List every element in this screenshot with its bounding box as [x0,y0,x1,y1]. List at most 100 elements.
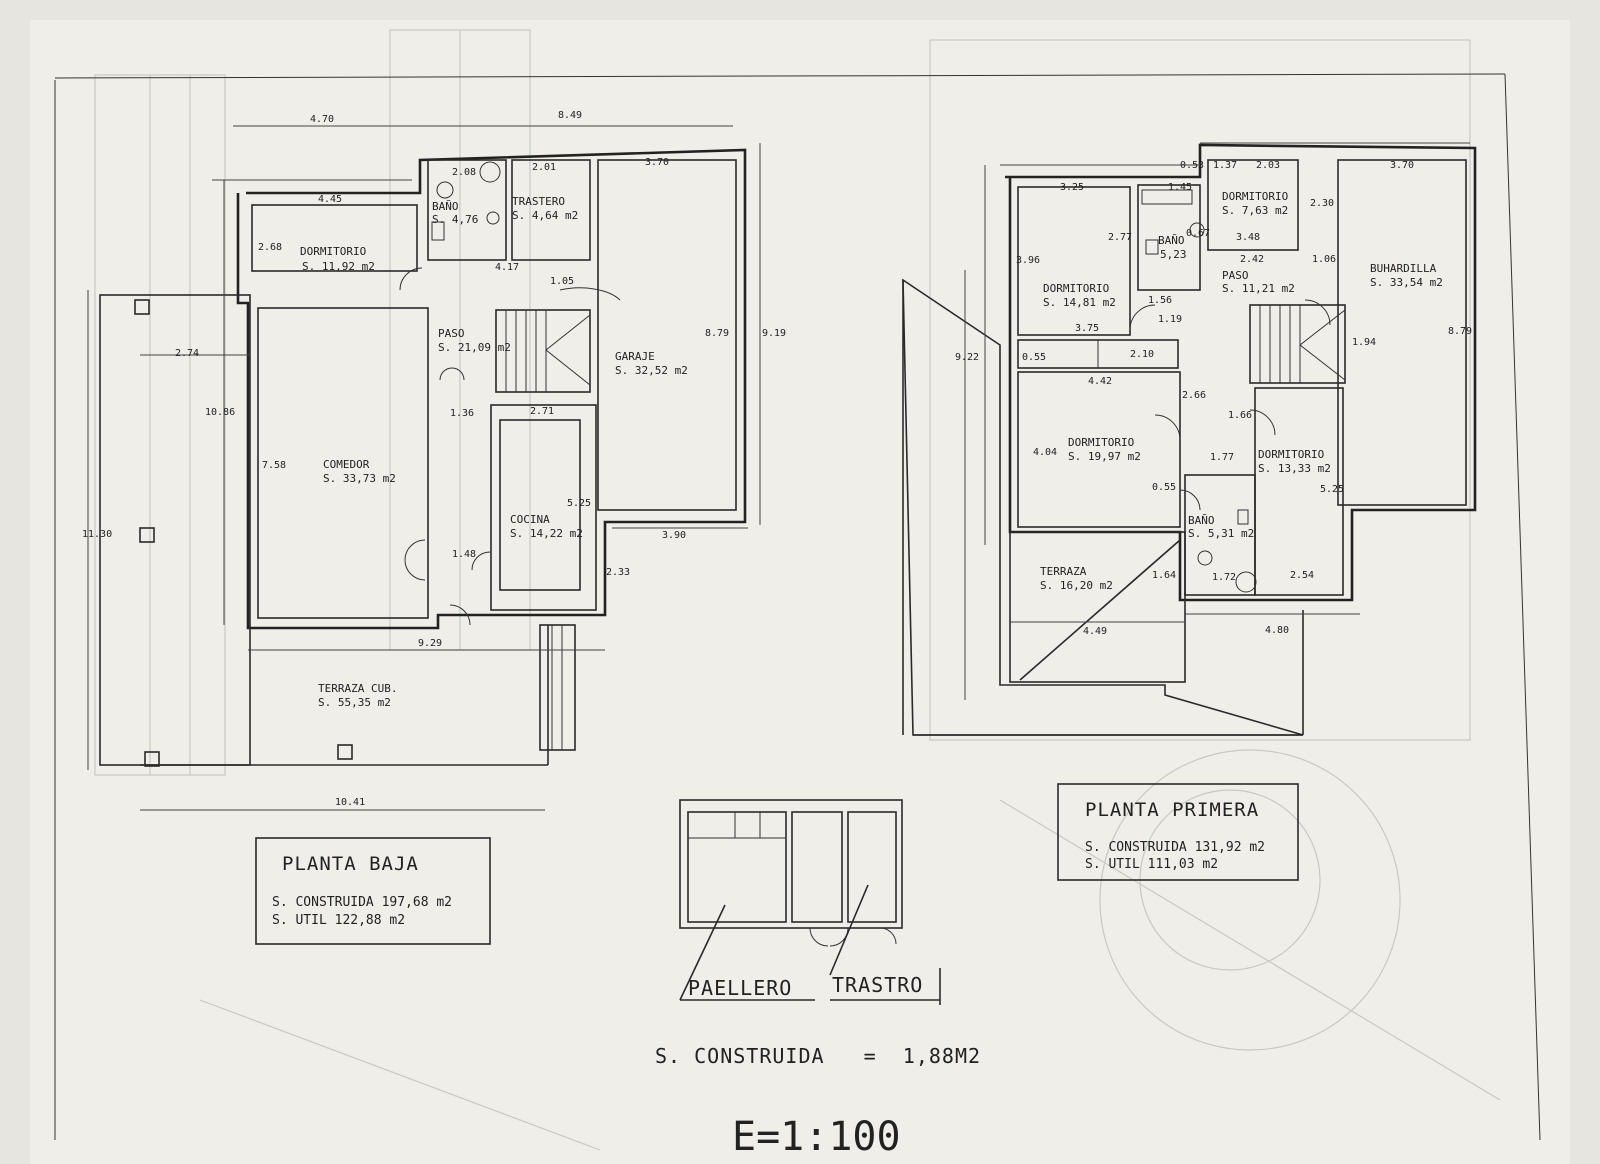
ff-dim-277: 2.77 [1108,232,1132,243]
gf-cocina-area: S. 14,22 m2 [510,527,583,540]
ff-dim-922: 9.22 [955,352,979,363]
ff-dim-203: 2.03 [1256,160,1280,171]
ff-dim-230: 2.30 [1310,198,1334,209]
gf-dim-849: 8.49 [558,110,582,121]
gf-dim-919: 9.19 [762,328,786,339]
gf-comedor-name: COMEDOR [323,458,370,471]
first-floor-title: PLANTA PRIMERA [1085,799,1259,821]
stairs-first [1249,304,1346,384]
ff-terraza-area: S. 16,20 m2 [1040,579,1113,592]
ground-floor-info-box: PLANTA BAJA S. CONSTRUIDA 197,68 m2 S. U… [255,837,491,945]
ff-dim-067: 0.67 [1186,228,1210,239]
gf-dim-1086: 10.86 [205,407,235,418]
gf-dim-879: 8.79 [705,328,729,339]
first-floor-useful-area: S. UTIL 111,03 m2 [1085,857,1218,872]
gf-dim-136: 1.36 [450,408,474,419]
drawing-scale: E=1:100 [732,1114,901,1160]
ground-floor-built-area: S. CONSTRUIDA 197,68 m2 [272,895,452,910]
ff-dim-879: 8.79 [1448,326,1472,337]
gf-dim-201: 2.01 [532,162,556,173]
gf-dim-105: 1.05 [550,276,574,287]
gf-dim-148: 1.48 [452,549,476,560]
ff-dorm3-area: S. 19,97 m2 [1068,450,1141,463]
gf-comedor-area: S. 33,73 m2 [323,472,396,485]
ff-dim-166: 1.66 [1228,410,1252,421]
ff-dim-242: 2.42 [1240,254,1264,265]
ff-dim-266: 2.66 [1182,390,1206,401]
ff-dim-137: 1.37 [1213,160,1237,171]
gf-paso-area: S. 21,09 m2 [438,341,511,354]
ground-floor-plan [87,125,761,811]
sheet-border-right [1504,73,1541,1141]
annex-built-area: S. CONSTRUIDA = 1,88M2 [655,1044,981,1068]
ff-paso-area: S. 11,21 m2 [1222,282,1295,295]
annex-trastro-label: TRASTRO [832,973,923,997]
ff-dorm1-name: DORMITORIO [1043,282,1109,295]
annex-paellero-label: PAELLERO [688,976,792,1000]
gf-garaje-name: GARAJE [615,350,655,363]
ff-bano2-name: BAÑO [1188,514,1215,527]
gf-dim-370: 3.70 [645,157,669,168]
gf-dim-929: 9.29 [418,638,442,649]
ff-dorm2-name: DORMITORIO [1222,190,1288,203]
ff-dim-119: 1.19 [1158,314,1182,325]
gf-paso-name: PASO [438,327,465,340]
ff-dim-145: 1.45 [1168,182,1192,193]
ground-floor-useful-area: S. UTIL 122,88 m2 [272,913,405,928]
ff-dim-055a: 0.55 [1022,352,1046,363]
ff-bano2-area: S. 5,31 m2 [1188,527,1254,540]
ff-paso-name: PASO [1222,269,1249,282]
first-dimension-lines [964,142,1470,700]
gf-dim-208: 2.08 [452,167,476,178]
ff-dim-404: 4.04 [1033,447,1057,458]
sheet-border-top [54,73,1506,79]
gf-dim-445: 4.45 [318,194,342,205]
first-floor-built-area: S. CONSTRUIDA 131,92 m2 [1085,840,1265,855]
ff-dim-194: 1.94 [1352,337,1376,348]
gf-dim-758: 7.58 [262,460,286,471]
gf-cocina-name: COCINA [510,513,550,526]
ff-dim-106: 1.06 [1312,254,1336,265]
ff-buhardilla-area: S. 33,54 m2 [1370,276,1443,289]
ff-dorm4-area: S. 13,33 m2 [1258,462,1331,475]
ff-dim-396: 3.96 [1016,255,1040,266]
gf-dim-525: 5.25 [567,498,591,509]
ff-dim-325: 3.25 [1060,182,1084,193]
gf-terraza-name: TERRAZA CUB. [318,682,397,695]
annex-plan [679,799,941,1005]
ff-dim-055b: 0.55 [1152,482,1176,493]
first-floor-plan [902,142,1477,736]
ff-dorm3-name: DORMITORIO [1068,436,1134,449]
gf-dim-1130: 11.30 [82,529,112,540]
ff-dim-525: 5.25 [1320,484,1344,495]
ff-bano1-area: 5,23 [1160,248,1187,261]
ff-dim-172: 1.72 [1212,572,1236,583]
paper-sheet [30,20,1570,1164]
ff-dorm2-area: S. 7,63 m2 [1222,204,1288,217]
ff-dim-348: 3.48 [1236,232,1260,243]
gf-dim-271: 2.71 [530,406,554,417]
ground-dimension-lines [87,125,761,811]
gf-dormitorio-area: S. 11,92 m2 [302,260,375,273]
ff-terraza-name: TERRAZA [1040,565,1087,578]
ff-dim-164: 1.64 [1152,570,1176,581]
ff-dim-449: 4.49 [1083,626,1107,637]
ff-bano1-name: BAÑO [1158,234,1185,247]
gf-trastero-name: TRASTERO [512,195,565,208]
ff-dim-375: 3.75 [1075,323,1099,334]
first-floor-info-box: PLANTA PRIMERA S. CONSTRUIDA 131,92 m2 S… [1057,783,1299,881]
ff-dim-053: 0.53 [1180,160,1204,171]
ff-dim-254: 2.54 [1290,570,1314,581]
gf-garaje-area: S. 32,52 m2 [615,364,688,377]
ff-dim-442: 4.42 [1088,376,1112,387]
ff-dim-480: 4.80 [1265,625,1289,636]
ff-dim-210: 2.10 [1130,349,1154,360]
gf-trastero-area: S. 4,64 m2 [512,209,578,222]
gf-dim-268: 2.68 [258,242,282,253]
gf-dim-470: 4.70 [310,114,334,125]
ff-dim-370: 3.70 [1390,160,1414,171]
ff-dim-177: 1.77 [1210,452,1234,463]
gf-dormitorio-name: DORMITORIO [300,245,366,258]
